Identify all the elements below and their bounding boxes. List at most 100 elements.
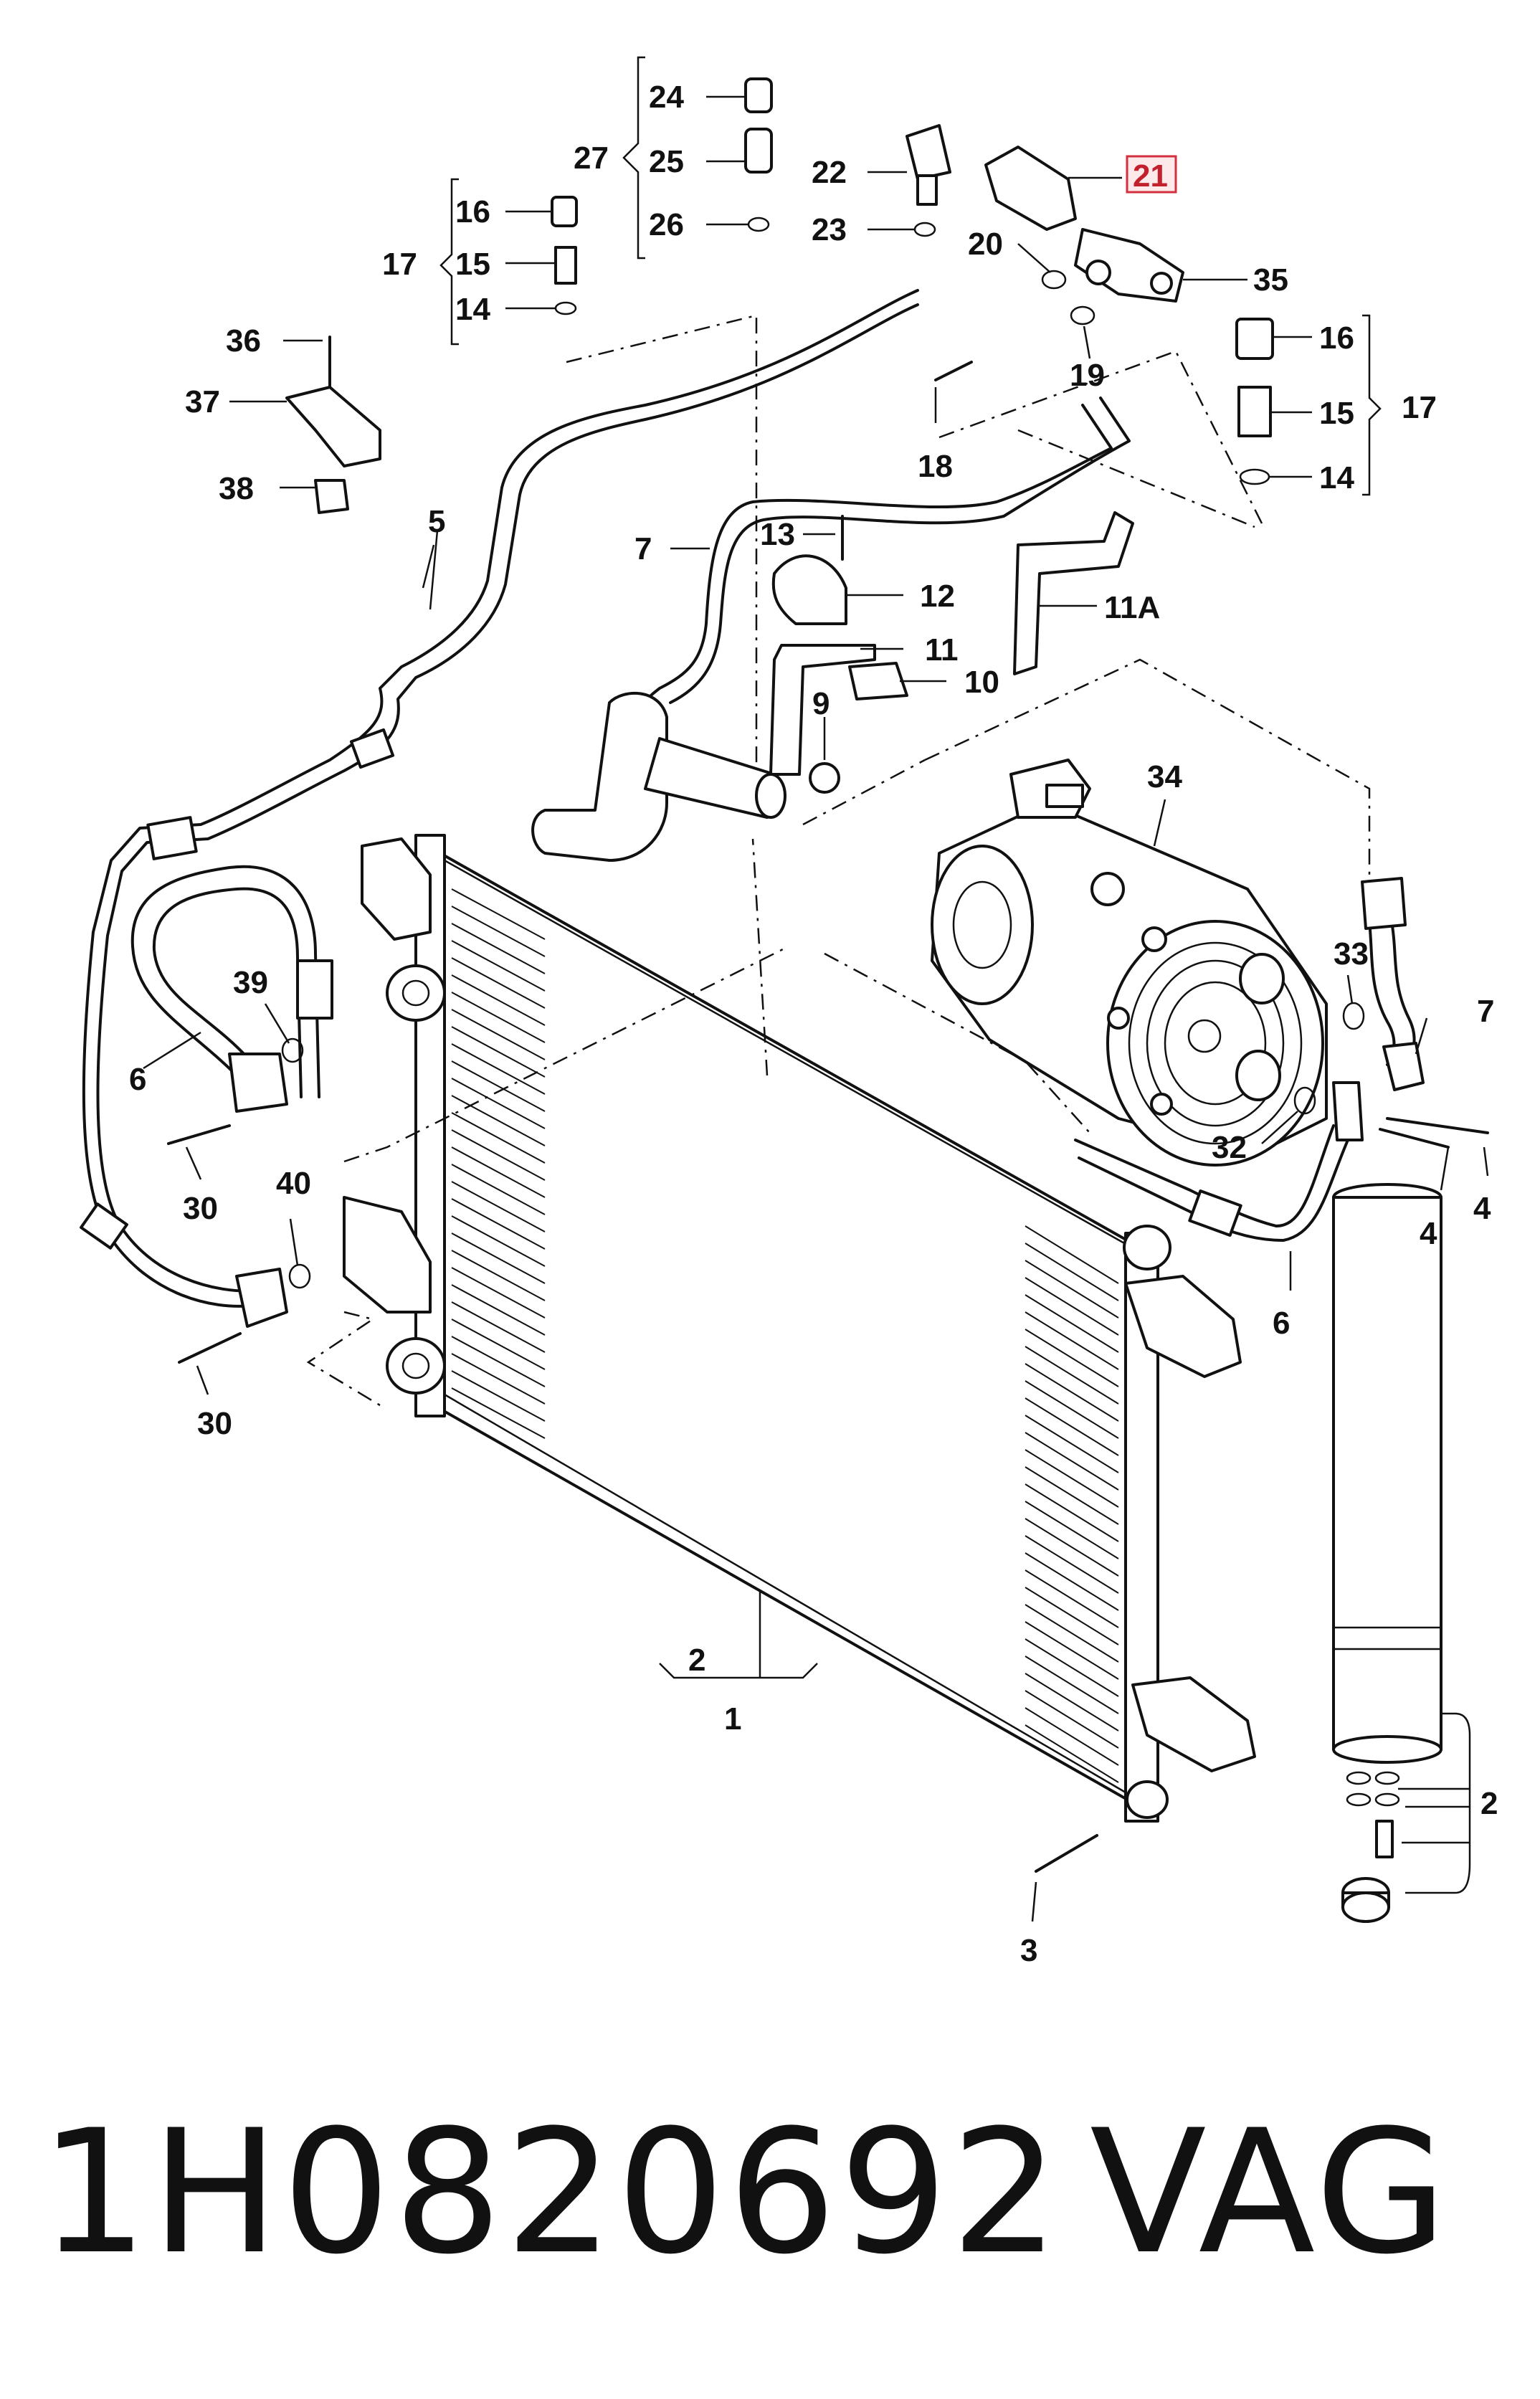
condenser-fin xyxy=(1025,1449,1119,1508)
condenser-fin xyxy=(451,1112,546,1164)
callout-14-left: 14 xyxy=(455,292,490,327)
callout-27: 27 xyxy=(574,141,609,176)
callout-10: 10 xyxy=(964,665,999,700)
condenser-fin xyxy=(451,1078,546,1129)
callout-21-highlight xyxy=(1126,155,1177,194)
callout-32: 32 xyxy=(1212,1130,1247,1165)
condenser-fin xyxy=(1025,1415,1119,1473)
condenser-fin xyxy=(451,1267,546,1319)
condenser-fin xyxy=(1025,1466,1119,1525)
callout-5: 5 xyxy=(428,504,445,539)
condenser-fin xyxy=(451,1009,546,1060)
callout-25: 25 xyxy=(649,144,684,179)
callout-15-right: 15 xyxy=(1319,396,1354,431)
callout-11: 11 xyxy=(925,632,959,668)
condenser-fin xyxy=(1025,1260,1119,1319)
condenser-fin xyxy=(451,1198,546,1250)
condenser-fin xyxy=(1025,1294,1119,1353)
leader-lines xyxy=(143,56,1489,1922)
callout-16-left: 16 xyxy=(455,194,490,229)
condenser-fin xyxy=(451,1060,546,1112)
callout-37: 37 xyxy=(185,384,220,419)
condenser-fin xyxy=(1025,1380,1119,1439)
callout-2-right: 2 xyxy=(1480,1786,1498,1821)
condenser-fin xyxy=(451,1164,546,1215)
condenser-fin xyxy=(1025,1346,1119,1405)
condenser-fin xyxy=(451,992,546,1043)
condenser-fin xyxy=(1025,1638,1119,1697)
callout-6-right: 6 xyxy=(1273,1306,1290,1341)
callout-11a: 11A xyxy=(1104,590,1160,625)
condenser-fin xyxy=(451,1387,546,1439)
condenser-fin xyxy=(1025,1277,1119,1336)
condenser-fin xyxy=(1025,1621,1119,1680)
callout-4-a: 4 xyxy=(1420,1216,1437,1251)
condenser-fin xyxy=(451,1353,546,1405)
condenser-fin xyxy=(451,923,546,974)
callout-7-left: 7 xyxy=(634,531,652,566)
callout-20: 20 xyxy=(968,227,1003,262)
callout-40: 40 xyxy=(276,1166,311,1201)
condenser-fin xyxy=(1025,1587,1119,1645)
callout-13: 13 xyxy=(760,517,795,552)
callout-7-right: 7 xyxy=(1477,994,1494,1029)
condenser-fin xyxy=(451,1026,546,1078)
condenser-fin xyxy=(1025,1535,1119,1594)
condenser-fin xyxy=(451,1043,546,1095)
condenser-fin xyxy=(451,1250,546,1301)
condenser-fin xyxy=(451,1336,546,1387)
callout-34: 34 xyxy=(1147,759,1182,794)
condenser-fin xyxy=(451,1129,546,1181)
condenser-fin xyxy=(451,1146,546,1198)
callout-12: 12 xyxy=(920,579,955,614)
condenser-fin xyxy=(1025,1397,1119,1456)
condenser-fin xyxy=(1025,1655,1119,1714)
callout-labels: 24 25 26 27 22 23 21 20 35 19 18 16 15 1… xyxy=(129,80,1498,1968)
condenser-fin xyxy=(451,1215,546,1267)
condenser-fin xyxy=(1025,1690,1119,1749)
callout-19: 19 xyxy=(1070,358,1105,393)
callout-3: 3 xyxy=(1020,1933,1037,1968)
condenser-fin xyxy=(451,1181,546,1232)
condenser-fin xyxy=(1025,1552,1119,1611)
condenser-fin xyxy=(1025,1311,1119,1370)
condenser-fin xyxy=(451,1232,546,1284)
condenser xyxy=(343,834,1256,1823)
callout-38: 38 xyxy=(219,471,254,506)
condenser-fin xyxy=(1025,1518,1119,1577)
small-parts xyxy=(167,77,1489,1873)
condenser-fin xyxy=(451,888,546,940)
footer: 1H0820692 VAG xyxy=(0,2079,1540,2294)
compressor xyxy=(931,759,1328,1167)
condenser-fin xyxy=(451,1284,546,1336)
callout-33: 33 xyxy=(1334,936,1369,972)
callout-26: 26 xyxy=(649,207,684,242)
callout-2-left: 2 xyxy=(688,1643,705,1678)
condenser-fin xyxy=(1025,1483,1119,1542)
callout-21: 21 xyxy=(1133,158,1168,194)
callout-9: 9 xyxy=(812,686,830,721)
callout-30-a: 30 xyxy=(183,1191,218,1226)
condenser-fin xyxy=(451,1319,546,1370)
condenser-fin xyxy=(1025,1329,1119,1387)
condenser-fin xyxy=(1025,1363,1119,1422)
callout-39: 39 xyxy=(233,965,268,1000)
callout-23: 23 xyxy=(812,212,847,247)
callout-15-left: 15 xyxy=(455,247,490,282)
condenser-fin xyxy=(1025,1724,1119,1783)
callout-16-right: 16 xyxy=(1319,320,1354,356)
condenser-fin xyxy=(451,906,546,957)
callout-35: 35 xyxy=(1253,262,1288,298)
condenser-fin xyxy=(1025,1569,1119,1628)
callout-18: 18 xyxy=(918,449,953,484)
callout-14-right: 14 xyxy=(1319,460,1354,495)
callout-1: 1 xyxy=(724,1701,741,1737)
callout-4-b: 4 xyxy=(1473,1191,1491,1226)
condenser-fin xyxy=(1025,1225,1119,1284)
condenser-fin xyxy=(1025,1707,1119,1766)
condenser-fin xyxy=(451,1370,546,1422)
brand-name: VAG xyxy=(1090,2094,1450,2292)
part-number: 1H0820692 xyxy=(39,2094,1063,2292)
ac-lines xyxy=(80,289,1425,1308)
